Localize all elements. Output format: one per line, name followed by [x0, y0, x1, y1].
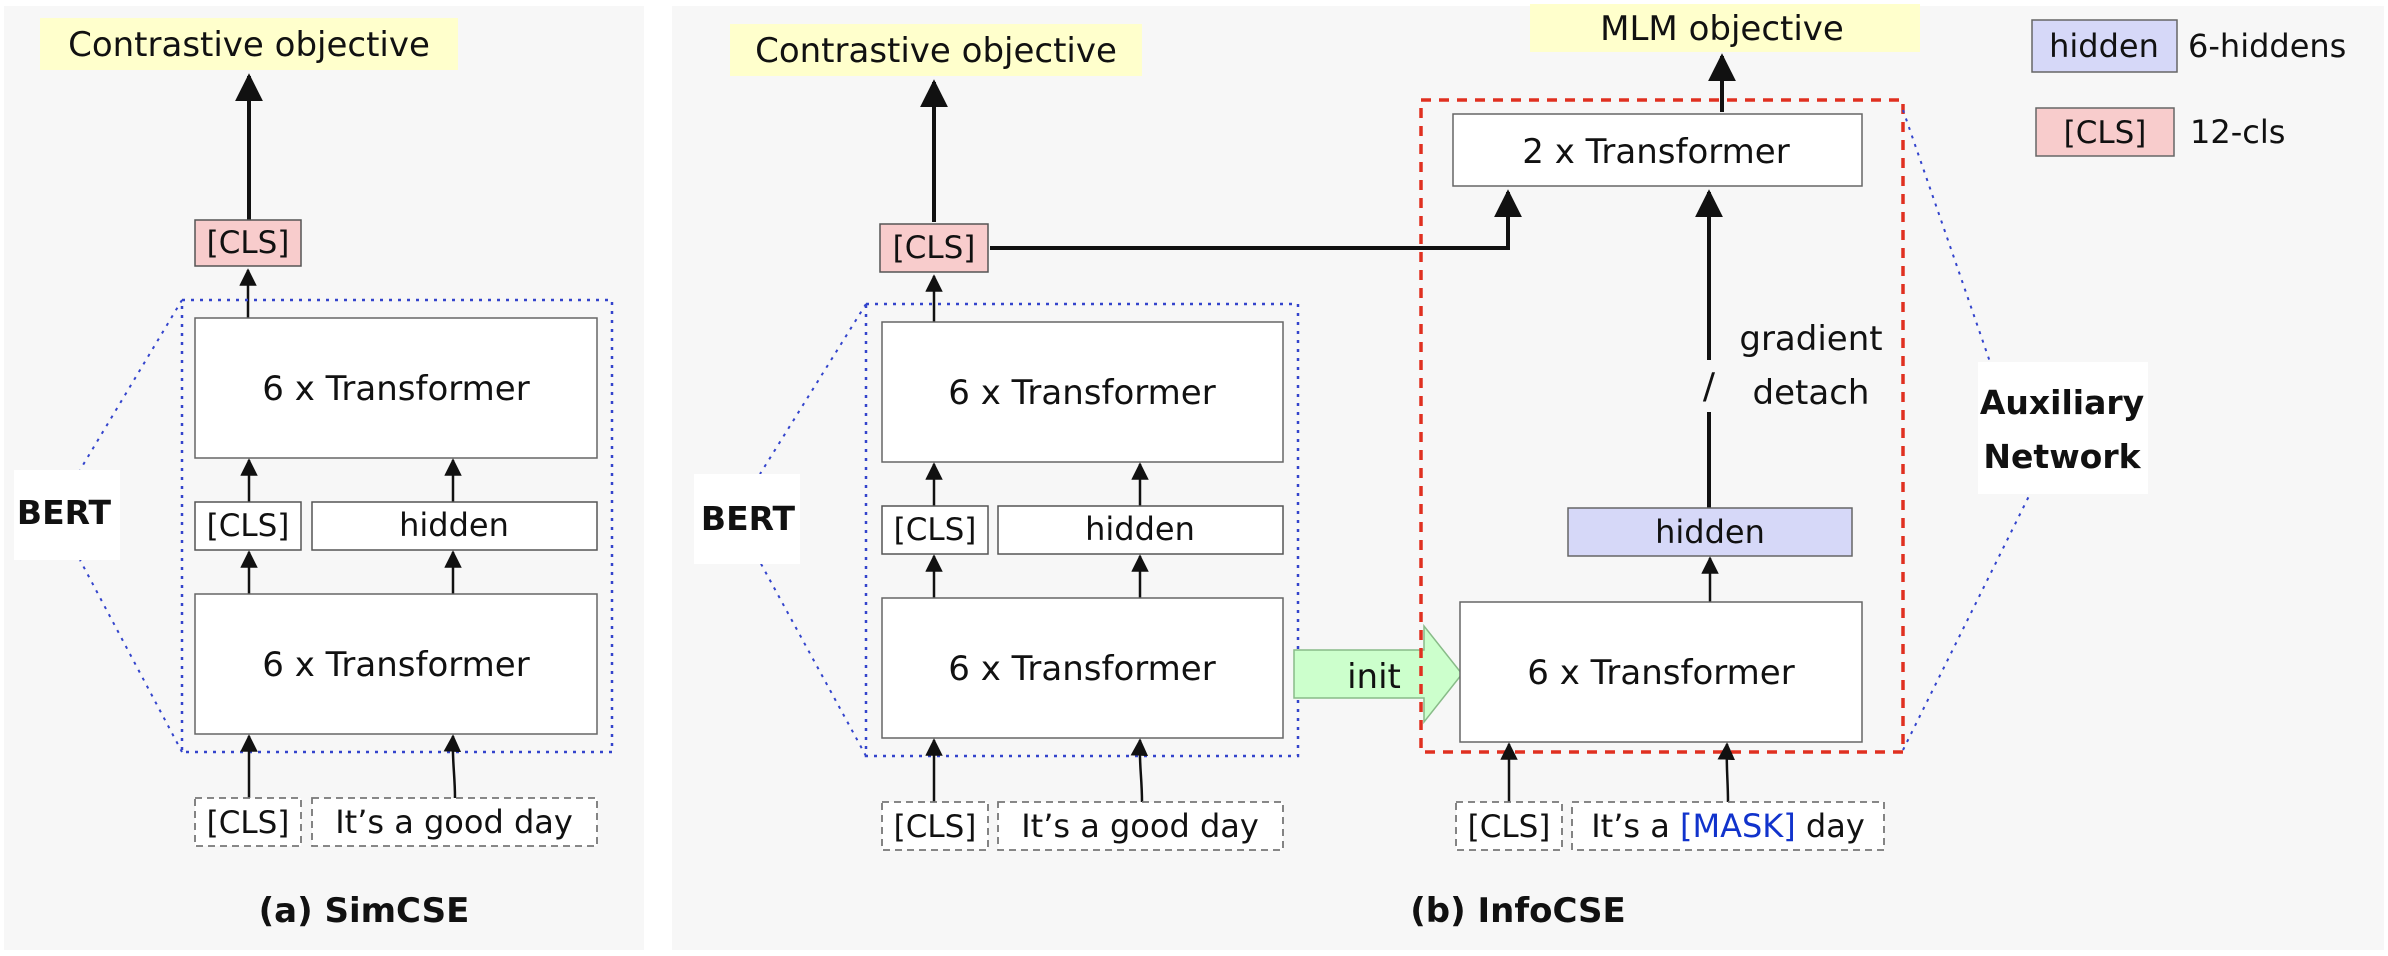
- aux-bottom-transformer-label: 6 x Transformer: [1527, 653, 1794, 693]
- aux-bottom-transformer-block: [1459, 601, 1863, 743]
- aux-input-pre: It’s a: [1591, 807, 1680, 845]
- input-text-arrow: [443, 734, 462, 799]
- upper-transformer-label: 6 x Transformer: [262, 369, 529, 409]
- lower-transformer-label-b: 6 x Transformer: [948, 649, 1215, 689]
- cls-output-box: [194, 219, 302, 267]
- mid-hidden-label: hidden: [399, 506, 509, 544]
- aux-label-line2: Network: [1983, 437, 2141, 476]
- bert-label: BERT: [17, 493, 112, 532]
- legend-cls-swatch-label: [CLS]: [2064, 115, 2147, 151]
- aux-input-text-box: [1571, 801, 1885, 851]
- aux-input-mask: [MASK]: [1680, 807, 1796, 845]
- aux-input-text-label: It’s a [MASK] day: [1591, 807, 1865, 845]
- legend-cls-text: 12-cls: [2190, 113, 2285, 151]
- aux-top-transformer-block: [1452, 113, 1863, 187]
- upper-transformer-block: [194, 317, 598, 459]
- aux-label-line1: Auxiliary: [1980, 383, 2144, 422]
- input-text-label: It’s a good day: [335, 803, 573, 841]
- input-cls-label-b: [CLS]: [894, 809, 977, 845]
- input-text-arrow-b: [1130, 738, 1149, 803]
- aux-connector-bottom: [1902, 493, 2031, 751]
- bert-connector-bottom-b: [759, 561, 867, 757]
- bert-label-box: [14, 470, 120, 560]
- bert-connector-top: [79, 299, 183, 471]
- input-cls-box: [194, 797, 302, 847]
- cls-output-box-b: [879, 223, 989, 273]
- legend-hidden-text: 6-hiddens: [2188, 27, 2346, 65]
- mid-cls-label: [CLS]: [207, 508, 290, 544]
- aux-input-text-arrow: [1717, 742, 1736, 803]
- aux-hidden-label: hidden: [1655, 513, 1765, 551]
- panel-simcse: Contrastive objective [CLS] BERT 6 x Tra…: [4, 6, 644, 950]
- caption-infocse: (b) InfoCSE: [1410, 891, 1626, 931]
- bert-label-b: BERT: [701, 499, 796, 538]
- auxiliary-region: [1419, 98, 1905, 754]
- aux-input-cls-label: [CLS]: [1468, 809, 1551, 845]
- lower-transformer-label: 6 x Transformer: [262, 645, 529, 685]
- mid-hidden-box: [311, 501, 598, 551]
- legend-cls-swatch: [2035, 107, 2175, 157]
- aux-top-transformer-label: 2 x Transformer: [1522, 132, 1789, 172]
- input-cls-box-b: [881, 801, 989, 851]
- detach-gap: [1696, 360, 1722, 412]
- legend-hidden-swatch-label: hidden: [2049, 27, 2159, 65]
- mid-cls-box: [194, 501, 302, 551]
- legend-hidden-swatch: [2031, 19, 2178, 73]
- upper-transformer-block-b: [881, 321, 1284, 463]
- mid-hidden-box-b: [997, 505, 1284, 555]
- input-cls-label: [CLS]: [207, 805, 290, 841]
- mid-hidden-label-b: hidden: [1085, 510, 1195, 548]
- upper-transformer-label-b: 6 x Transformer: [948, 373, 1215, 413]
- aux-hidden-box: [1567, 507, 1853, 557]
- input-text-label-b: It’s a good day: [1021, 807, 1259, 845]
- detach-mark: /: [1703, 366, 1716, 407]
- mlm-objective-label: MLM objective: [1600, 9, 1844, 49]
- lower-transformer-block: [194, 593, 598, 735]
- input-text-box: [311, 797, 598, 847]
- mlm-objective-box: [1530, 4, 1920, 52]
- bert-connector-bottom: [79, 559, 183, 753]
- contrastive-objective-box: [40, 18, 458, 70]
- contrastive-objective-label: Contrastive objective: [68, 25, 430, 65]
- contrastive-objective-box-b: [730, 24, 1142, 76]
- panel-infocse: Contrastive objective [CLS] BERT 6 x Tra…: [672, 4, 2384, 950]
- contrastive-objective-label-b: Contrastive objective: [755, 31, 1117, 71]
- mid-cls-box-b: [881, 505, 989, 555]
- caption-simcse: (a) SimCSE: [259, 891, 470, 931]
- mid-cls-label-b: [CLS]: [894, 512, 977, 548]
- bert-region-b: [864, 302, 1300, 758]
- gradient-label: gradient: [1739, 319, 1882, 359]
- aux-input-post: day: [1796, 807, 1865, 845]
- cls-output-label-b: [CLS]: [893, 230, 976, 266]
- aux-label-box: [1978, 362, 2148, 494]
- bert-label-box-b: [694, 474, 800, 564]
- lower-transformer-block-b: [881, 597, 1284, 739]
- bert-connector-top-b: [759, 303, 867, 475]
- init-label: init: [1347, 657, 1401, 697]
- cls-to-aux-arrow: [990, 189, 1522, 250]
- detach-label: detach: [1753, 373, 1870, 413]
- aux-input-cls-box: [1455, 801, 1563, 851]
- input-text-box-b: [997, 801, 1284, 851]
- cls-output-label: [CLS]: [207, 225, 290, 261]
- legend: hidden 6-hiddens [CLS] 12-cls: [2031, 19, 2346, 157]
